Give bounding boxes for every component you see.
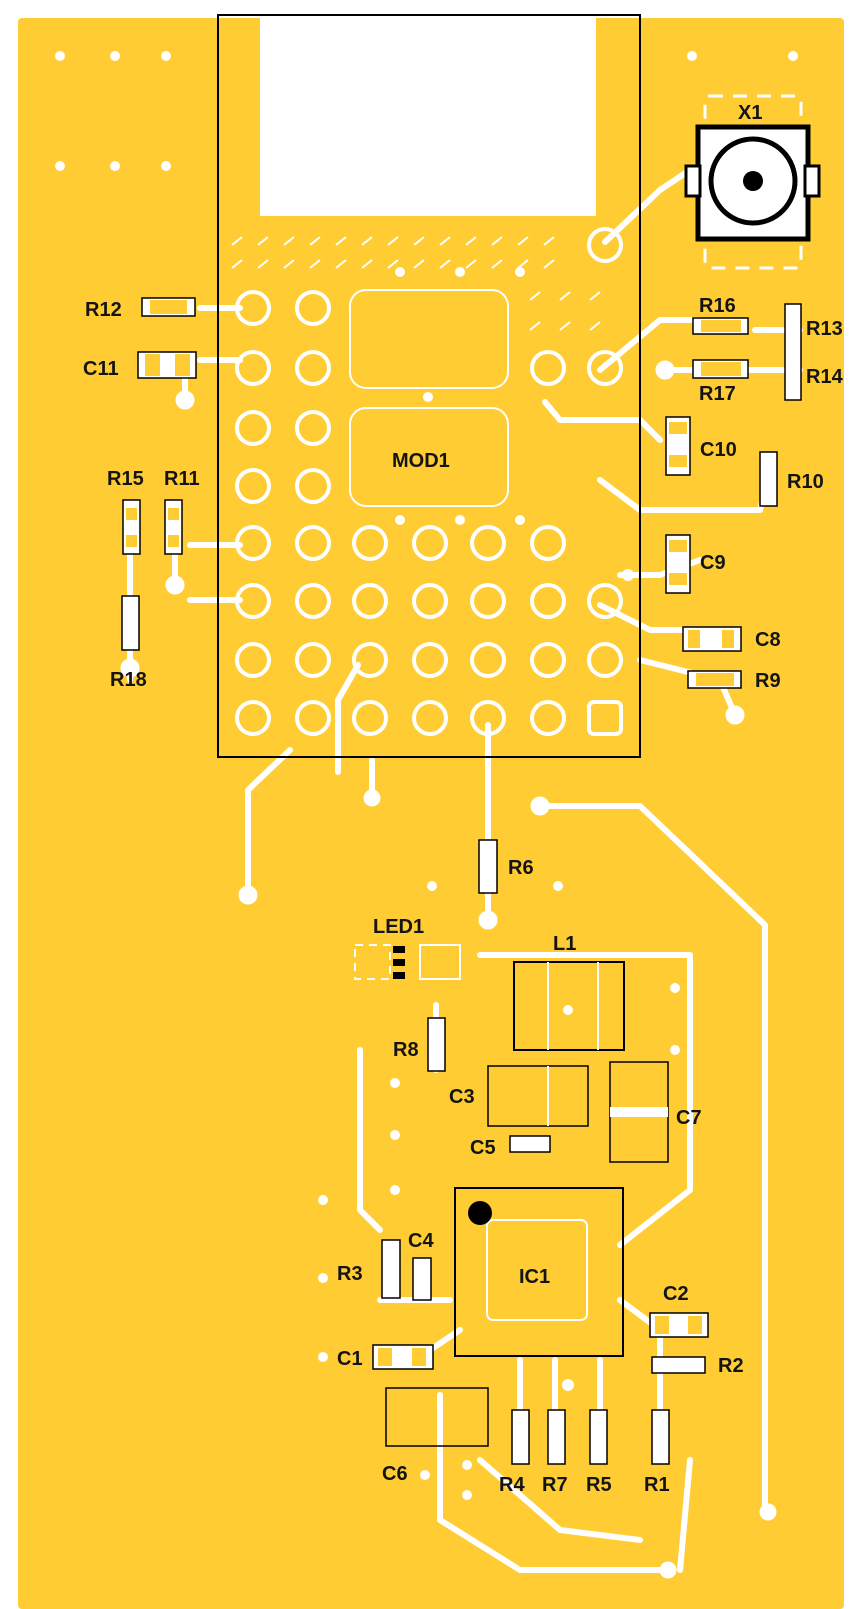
label-mod1: MOD1: [392, 450, 450, 472]
label-r11: R11: [164, 468, 200, 490]
connector-x1: [684, 94, 821, 270]
ic1-outline: [454, 1187, 624, 1357]
pad-fills: [126, 300, 741, 1366]
power-section-details: [354, 944, 668, 1321]
r3-body: [381, 1239, 401, 1299]
label-r14: R14: [806, 366, 844, 388]
plated-holes: [120, 360, 777, 1579]
label-c9: C9: [700, 552, 726, 574]
label-c1: C1: [337, 1348, 363, 1370]
label-r17: R17: [699, 383, 736, 405]
label-r1: R1: [644, 1474, 670, 1496]
ic1-pin1-marker: [468, 1201, 492, 1225]
board-copper-pour: [18, 18, 844, 1609]
c6-outline: [385, 1387, 489, 1447]
label-x1: X1: [738, 102, 762, 124]
label-c11: C11: [83, 358, 119, 380]
vias: [55, 51, 798, 1500]
c3-outline: [487, 1065, 589, 1127]
r1-body: [651, 1409, 670, 1465]
label-r4: R4: [499, 1474, 525, 1496]
label-r8: R8: [393, 1039, 419, 1061]
module-mod1: [217, 14, 641, 758]
r5-body: [589, 1409, 608, 1465]
antenna-keepout: [260, 18, 596, 216]
label-r16: R16: [699, 295, 736, 317]
label-c4: C4: [408, 1230, 434, 1252]
label-l1: L1: [553, 933, 576, 955]
r7-body: [547, 1409, 566, 1465]
label-c8: C8: [755, 629, 781, 651]
label-c7: C7: [676, 1107, 702, 1129]
label-c6: C6: [382, 1463, 408, 1485]
r18-body: [121, 595, 140, 651]
label-c2: C2: [663, 1283, 689, 1305]
label-led1: LED1: [373, 916, 424, 938]
label-r6: R6: [508, 857, 534, 879]
r13-body: [784, 303, 802, 401]
label-r7: R7: [542, 1474, 568, 1496]
c4-body: [412, 1257, 432, 1301]
l1-outline: [513, 961, 625, 1051]
r8-body: [427, 1017, 446, 1072]
r2-body: [651, 1356, 706, 1374]
label-c3: C3: [449, 1086, 475, 1108]
silkscreen-labels: X1 MOD1 IC1 L1 LED1 R12 C11 R15 R11 R18 …: [83, 102, 844, 1496]
label-r3: R3: [337, 1263, 363, 1285]
r6-body: [478, 839, 498, 894]
component-outlines: [121, 297, 802, 1465]
label-ic1: IC1: [519, 1266, 550, 1288]
r4-body: [511, 1409, 530, 1465]
label-c5: C5: [470, 1137, 496, 1159]
label-r15: R15: [107, 468, 144, 490]
led1-marker: [393, 946, 405, 979]
label-r18: R18: [110, 669, 147, 691]
c5-body: [509, 1135, 551, 1153]
label-r5: R5: [586, 1474, 612, 1496]
label-r10: R10: [787, 471, 824, 493]
label-c10: C10: [700, 439, 737, 461]
label-r9: R9: [755, 670, 781, 692]
label-r12: R12: [85, 299, 122, 321]
r10-body: [759, 451, 778, 507]
label-r13: R13: [806, 318, 843, 340]
label-r2: R2: [718, 1355, 744, 1377]
